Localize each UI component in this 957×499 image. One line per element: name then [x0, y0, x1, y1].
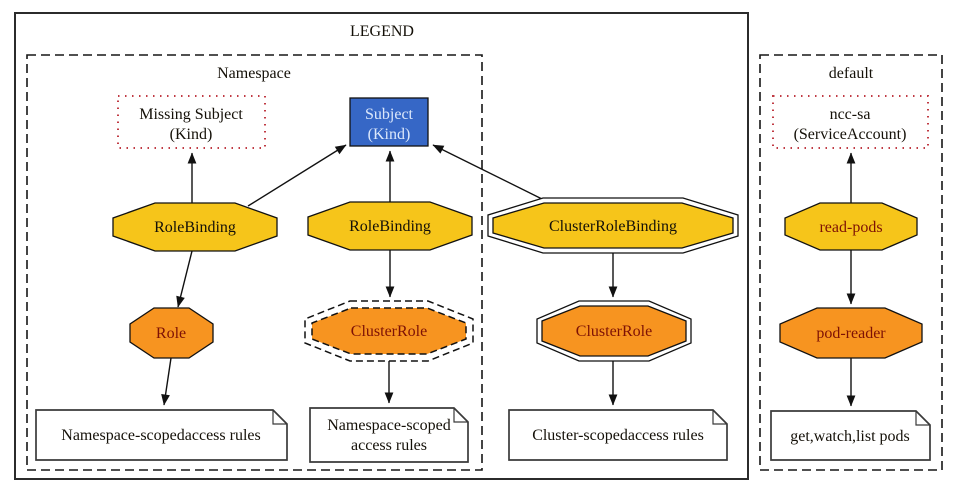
edge-rolebinding-left-to-role	[176, 250, 193, 308]
namespace-cluster-label: Namespace	[217, 65, 291, 82]
clusterrolebinding-octagon	[492, 202, 734, 249]
clusterrolebinding-label: ClusterRoleBinding	[549, 218, 677, 235]
role-label: Role	[156, 325, 186, 342]
rolebinding-mid-label: RoleBinding	[349, 218, 431, 235]
note-pod-rules-fold	[915, 411, 930, 426]
note-clusterrole-ns-rules-fold	[453, 408, 468, 423]
edge-rolebinding-left-to-subject	[247, 144, 347, 207]
edge-role-to-note	[161, 357, 172, 406]
subject-label-line1: Subject	[365, 106, 414, 123]
read-pods-octagon	[784, 202, 918, 251]
read-pods-label: read-pods	[819, 219, 882, 236]
clusterrole-double-octagon	[541, 305, 687, 357]
ncc-sa-label-line2: (ServiceAccount)	[794, 126, 907, 143]
missing-subject-label-line2: (Kind)	[170, 126, 213, 143]
pod-reader-octagon	[779, 307, 923, 359]
note-role-rules-shape	[35, 409, 288, 461]
missing-subject-label-line1: Missing Subject	[139, 106, 243, 123]
role-octagon	[129, 307, 214, 359]
note-cluster-rules-fold	[712, 410, 727, 425]
note-pod-rules-label: get,watch,list pods	[790, 428, 910, 445]
edge-clusterrolebinding-to-subject	[432, 144, 543, 200]
note-clusterrole-ns-rules-label-line1: Namespace-scoped	[327, 417, 451, 434]
clusterrole-dashed-octagon	[311, 307, 467, 355]
note-pod-rules-shape	[770, 410, 931, 461]
missing-subject-box	[117, 95, 266, 149]
note-role-rules-fold	[272, 410, 287, 425]
subject-label-line2: (Kind)	[368, 126, 411, 143]
note-cluster-rules-label: Cluster-scopedaccess rules	[532, 427, 704, 444]
ncc-sa-label-line1: ncc-sa	[830, 106, 871, 123]
note-cluster-rules-shape	[508, 409, 728, 461]
note-clusterrole-ns-rules-label-line2: access rules	[351, 437, 427, 454]
clusterrole-dashed-label: ClusterRole	[351, 323, 427, 340]
namespace-cluster-border	[26, 54, 483, 471]
note-clusterrole-ns-rules-shape	[309, 407, 469, 463]
default-cluster-border	[759, 54, 943, 471]
ncc-sa-box	[772, 95, 929, 149]
pod-reader-label: pod-reader	[816, 325, 886, 342]
rolebinding-left-octagon	[112, 202, 278, 252]
edges	[161, 144, 856, 407]
default-cluster-label: default	[829, 65, 874, 82]
rolebinding-left-label: RoleBinding	[154, 219, 236, 236]
clusterrole-double-label: ClusterRole	[576, 323, 652, 340]
rolebinding-mid-octagon	[307, 201, 473, 251]
note-role-rules-label: Namespace-scopedaccess rules	[61, 427, 260, 444]
legend-title: LEGEND	[350, 23, 414, 40]
subject-box	[349, 97, 429, 147]
